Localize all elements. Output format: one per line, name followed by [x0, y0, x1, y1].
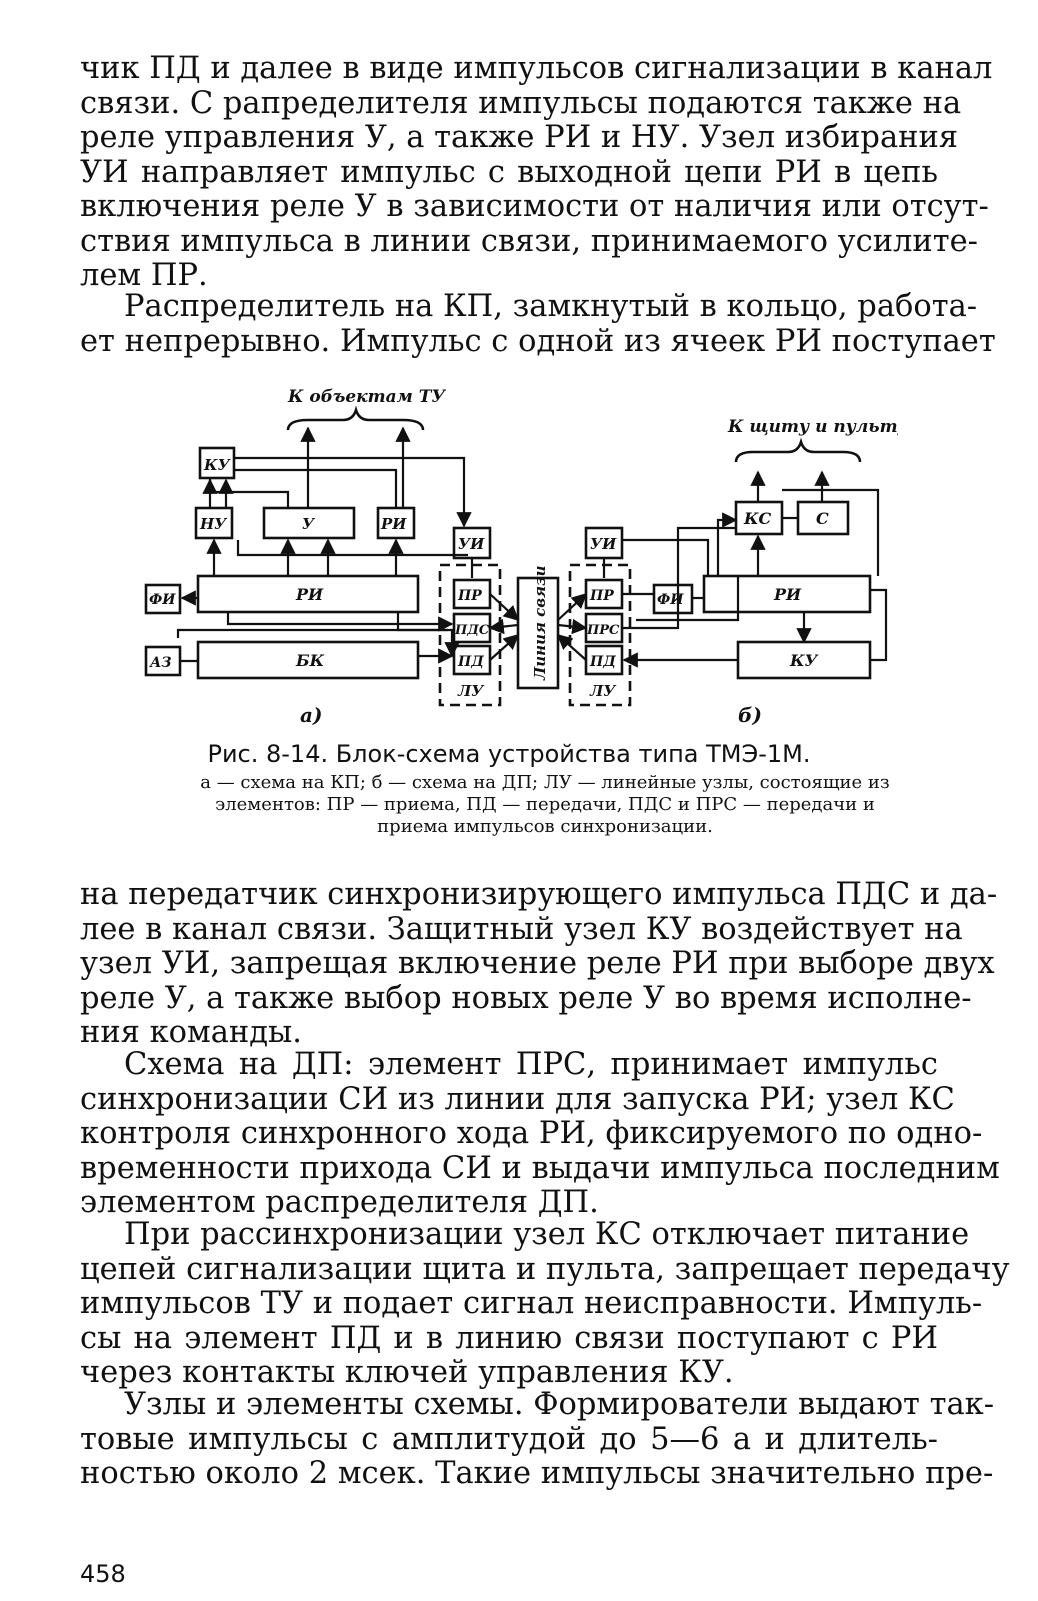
text-line: на передатчик синхронизирующего импульса… [80, 877, 998, 912]
box-nu [194, 506, 234, 540]
text-line: сы на элемент ПД и в линию связи поступа… [80, 1320, 938, 1356]
label-ri-top: РИ [380, 515, 407, 533]
label-ri-main-left: РИ [295, 585, 324, 604]
label-pd-left: ПД [457, 654, 484, 670]
label-nu: НУ [199, 515, 228, 533]
text-line: ствия импульса в линии связи, принимаемо… [80, 223, 978, 259]
label-ui-right: УИ [590, 535, 617, 553]
paragraph-3: на передатчик синхронизирующего импульса… [80, 877, 998, 1051]
block-diagram-figure: К объектам ТУ К щиту и пульту КУ НУ У РИ… [138, 380, 898, 730]
text-line: контроля синхронного хода РИ, фиксируемо… [80, 1116, 983, 1151]
label-az: АЗ [149, 655, 172, 671]
text-line: элементом распределителя ДП. [80, 1185, 599, 1220]
label-a: а) [300, 703, 322, 727]
paragraph-1: чик ПД и далее в виде импульсов сигнализ… [80, 51, 993, 294]
label-ri-right: РИ [773, 585, 802, 604]
box-ku-left [198, 446, 236, 480]
text-line: временности прихода СИ и выдачи импульса… [80, 1150, 1000, 1186]
text-line: лем ПР. [80, 258, 208, 293]
figure-caption-title: Рис. 8-14. Блок-схема устройства типа ТМ… [207, 740, 811, 768]
text-line: через контакты ключей управления КУ. [80, 1355, 734, 1390]
label-prs: ПРС [586, 623, 620, 638]
label-s: С [816, 509, 829, 528]
text-line: реле У, а также выбор новых реле У во вр… [80, 980, 972, 1016]
label-to-tu-objects: К объектам ТУ [287, 387, 446, 407]
label-b: б) [738, 703, 762, 727]
text-line: связи. С рапределителя импульсы подаются… [80, 85, 962, 121]
text-line: УИ направляет импульс с выходной цепи РИ… [80, 154, 938, 190]
text-line: включения реле У в зависимости от наличи… [80, 189, 989, 224]
text-line: При рассинхронизации узел КС отключает п… [124, 1217, 970, 1252]
label-line: Линия связи [531, 565, 549, 681]
paragraph-4: Схема на ДП: элемент ПРС, принимает импу… [80, 1047, 1000, 1221]
label-fi-right: ФИ [657, 592, 684, 608]
text-line: товые импульсы с амплитудой до 5—6 а и д… [80, 1421, 938, 1457]
label-fi-left: ФИ [149, 592, 176, 608]
label-ku-left: КУ [203, 456, 232, 474]
text-line: ет непрерывно. Импульс с одной из ячеек … [80, 323, 996, 359]
box-line [516, 576, 560, 690]
label-bk: БК [295, 651, 325, 670]
label-ks: КС [743, 509, 772, 528]
text-line: Схема на ДП: элемент ПРС, принимает импу… [124, 1047, 938, 1082]
text-line: чик ПД и далее в виде импульсов сигнализ… [80, 51, 993, 86]
paragraph-2: Распределитель на КП, замкнутый в кольцо… [80, 289, 996, 359]
text-line: Узлы и элементы схемы. Формирователи выд… [124, 1387, 994, 1422]
text-line: лее в канал связи. Защитный узел КУ возд… [80, 911, 963, 947]
text-line: узел УИ, запрещая включение реле РИ при … [80, 946, 995, 981]
label-ku-right: КУ [789, 651, 819, 670]
label-to-panel: К щиту и пульту [727, 417, 898, 437]
box-ri-main-left [196, 574, 420, 614]
label-pr-right: ПР [589, 588, 614, 604]
figure-caption-body: а — схема на КП; б — схема на ДП; ЛУ — л… [200, 772, 890, 837]
label-ui-left: УИ [458, 535, 485, 553]
text-line: синхронизации СИ из линии для запуска РИ… [80, 1081, 955, 1117]
paragraph-6: Узлы и элементы схемы. Формирователи выд… [80, 1387, 994, 1492]
page-number: 458 [80, 1560, 126, 1588]
label-pr-left: ПР [457, 588, 482, 604]
label-lu-left: ЛУ [457, 682, 485, 700]
paragraph-5: При рассинхронизации узел КС отключает п… [80, 1217, 1010, 1391]
text-line: Распределитель на КП, замкнутый в кольцо… [124, 289, 978, 324]
text-line: ностью около 2 мсек. Такие импульсы знач… [80, 1456, 994, 1491]
text-line: ния команды. [80, 1015, 303, 1050]
label-pd-right: ПД [589, 654, 616, 670]
label-pds: ПДС [454, 623, 490, 638]
label-lu-right: ЛУ [589, 682, 617, 700]
text-line: цепей сигнализации щита и пульта, запрещ… [80, 1251, 1010, 1287]
label-u: У [302, 515, 316, 533]
box-fi-left [144, 583, 182, 615]
box-ri-right [702, 574, 872, 614]
text-line: импульсов ТУ и подает сигнал неисправнос… [80, 1286, 983, 1321]
text-line: реле управления У, а также РИ и НУ. Узел… [80, 120, 959, 155]
